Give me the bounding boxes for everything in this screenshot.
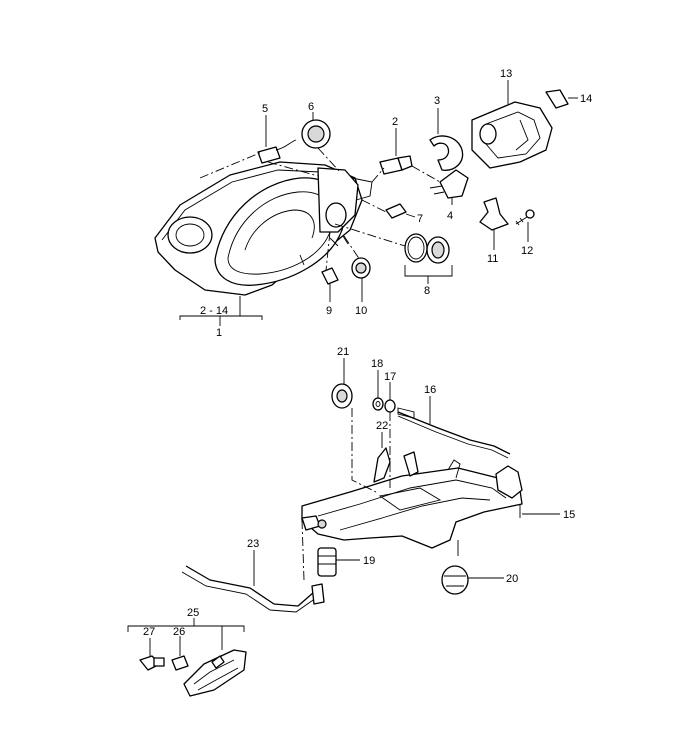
assembly-lines-upper: [199, 147, 441, 271]
callout-13: 13: [500, 68, 512, 80]
adjuster-rod-16[interactable]: [397, 396, 511, 459]
headlamp-housing[interactable]: [154, 161, 373, 296]
callout-10: 10: [355, 305, 367, 317]
callout-6: 6: [308, 101, 314, 113]
connector-14[interactable]: [545, 89, 578, 109]
callout-18: 18: [371, 358, 383, 370]
damper-20[interactable]: [441, 565, 504, 595]
bracket-1: [179, 315, 263, 320]
bulb-9[interactable]: [321, 267, 339, 302]
retaining-ring-3[interactable]: [429, 108, 464, 171]
callout-1: 1: [216, 327, 222, 339]
callout-2: 2: [392, 116, 398, 128]
carrier-frame-15[interactable]: [301, 451, 560, 556]
callout-labels: 5 6 2 3 13 14 7 4 11 12 8 9 10 2 - 14 1 …: [143, 68, 592, 638]
washer-18[interactable]: [372, 370, 384, 411]
callout-23: 23: [247, 538, 259, 550]
callout-14: 14: [580, 93, 592, 105]
callout-27: 27: [143, 626, 155, 638]
hose-23[interactable]: [181, 550, 325, 613]
bracket-25: [127, 625, 245, 632]
boot-11[interactable]: [479, 197, 509, 250]
callout-8: 8: [424, 285, 430, 297]
bracket-8: [404, 265, 453, 277]
callout-17: 17: [384, 371, 396, 383]
callout-20: 20: [506, 573, 518, 585]
bulb-7[interactable]: [385, 203, 416, 219]
callout-3: 3: [434, 95, 440, 107]
callout-26: 26: [173, 626, 185, 638]
callout-7: 7: [417, 213, 423, 225]
seal-ring-8[interactable]: [404, 233, 428, 263]
callout-25: 25: [187, 607, 199, 619]
side-marker-lens-25[interactable]: [183, 649, 247, 697]
callout-11: 11: [487, 253, 498, 265]
bulb-2[interactable]: [379, 128, 413, 175]
callout-9: 9: [326, 305, 332, 317]
cover-13[interactable]: [471, 80, 553, 169]
callout-5: 5: [262, 103, 268, 115]
knob-21[interactable]: [331, 358, 353, 409]
callout-range-2-14: 2 - 14: [200, 305, 228, 317]
bulb-4[interactable]: [429, 169, 469, 205]
socket-8[interactable]: [426, 236, 450, 264]
damper-19[interactable]: [317, 547, 360, 577]
assembly-lines-middle: [301, 408, 391, 581]
screw-12[interactable]: [515, 209, 535, 242]
callout-21: 21: [337, 346, 349, 358]
callout-15: 15: [563, 509, 575, 521]
callout-4: 4: [447, 210, 453, 222]
callout-12: 12: [521, 245, 533, 257]
callout-22: 22: [376, 420, 388, 432]
cap-6[interactable]: [301, 112, 331, 149]
callout-19: 19: [363, 555, 375, 567]
nut-17[interactable]: [384, 382, 396, 413]
bulb-26[interactable]: [171, 636, 189, 671]
bulb-5[interactable]: [257, 115, 297, 164]
callout-16: 16: [424, 384, 436, 396]
clip-22[interactable]: [373, 432, 391, 483]
socket-27[interactable]: [139, 638, 165, 671]
socket-10[interactable]: [351, 257, 371, 302]
